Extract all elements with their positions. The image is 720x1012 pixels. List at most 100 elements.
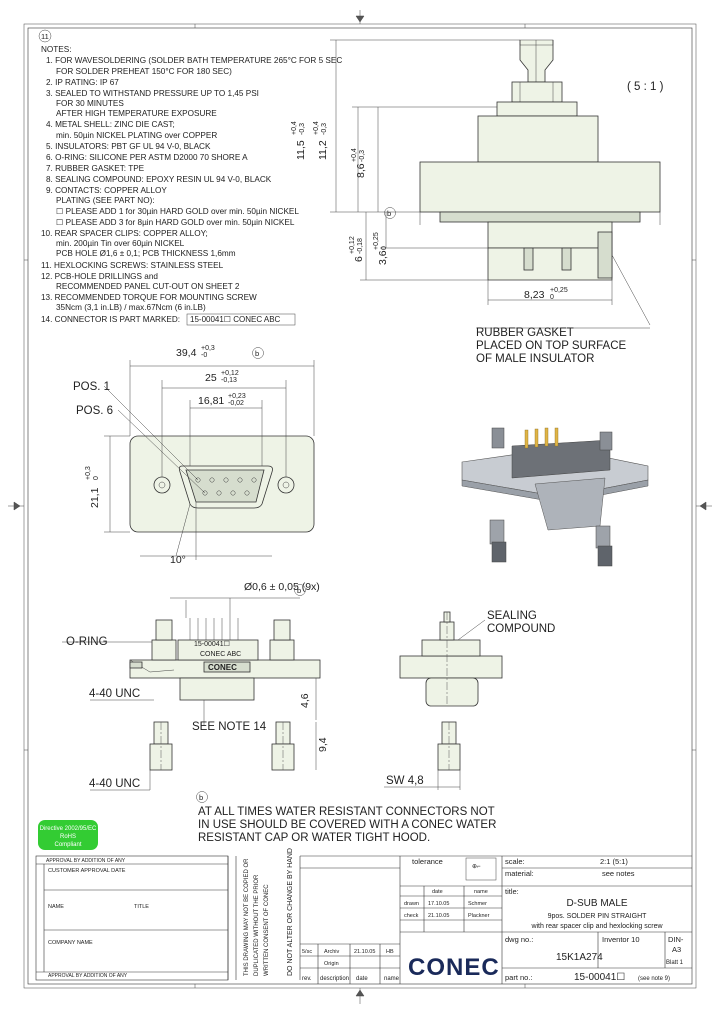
rev-header: rev. [302, 976, 312, 982]
dim-3-6: 3,6 [377, 250, 389, 265]
marking-mid: CONEC ABC [200, 651, 241, 658]
see-note-label: SEE NOTE 14 [192, 721, 267, 733]
dim-25: 25 [205, 372, 217, 384]
dim-4-6: 4,6 [299, 693, 311, 708]
note-line: RECOMMENDED PANEL CUT-OUT ON SHEET 2 [56, 282, 240, 291]
flag-text: b [297, 586, 301, 595]
pos-1-label: POS. 1 [73, 381, 110, 393]
note-flag-circle [38, 29, 52, 43]
approval-footer: APPROVAL BY ADDITION OF ANY [48, 973, 128, 979]
marking-top: 15-00041☐ [194, 640, 230, 648]
dim-25-tol-lo: -0,13 [221, 377, 237, 384]
flag-text: b [255, 349, 259, 358]
dim-8-6-tol-lo: -0,3 [359, 150, 366, 162]
sw-label: SW 4,8 [386, 775, 424, 787]
rev-cell: 21.10.05 [354, 949, 375, 955]
dim-39-4-tol-up: +0,3 [201, 345, 215, 352]
scale-label: scale: [505, 857, 525, 866]
note-line: FOR SOLDER PREHEAT 150°C FOR 180 SEC) [56, 67, 232, 76]
dim-3-6-tol-up: +0,25 [373, 232, 380, 250]
dim-6-tol-lo: -0,18 [357, 238, 364, 254]
dim-8-23-tol-lo: 0 [550, 294, 554, 301]
rohs-badge [38, 820, 98, 850]
dim-21-1-tol-up: +0,3 [85, 466, 92, 480]
dim-8-6: 8,6 [355, 163, 367, 178]
note-line: 11. HEXLOCKING SCREWS: STAINLESS STEEL [41, 261, 224, 270]
dim-11-2: 11,2 [317, 140, 329, 160]
dim-6-tol-up: +0,12 [349, 236, 356, 254]
dim-16-81-tol-lo: -0,02 [228, 400, 244, 407]
approval-date-label: CUSTOMER APPROVAL DATE [48, 868, 126, 874]
title-label: title: [505, 887, 519, 896]
dim-16-81: 16,81 [198, 395, 224, 407]
approval-title-label: TITLE [134, 904, 149, 910]
part-no-label: part no.: [505, 973, 533, 982]
unc-top-label: 4-40 UNC [89, 688, 140, 700]
dim-39-4-tol-lo: -0 [201, 352, 207, 359]
title-line-3: with rear spacer clip and hexlocking scr… [530, 923, 663, 930]
detail-view [330, 39, 661, 326]
pin-diameter-dim: Ø0,6 ± 0,05 (9x) [244, 581, 320, 593]
a3-label: A3 [672, 945, 681, 954]
iso-view [461, 427, 649, 567]
tolerance-label: tolerance [412, 857, 443, 866]
approval-header: APPROVAL BY ADDITION OF ANY [46, 858, 126, 864]
dim-11-5-tol-up: +0,4 [291, 121, 298, 135]
inventor-label: Inventor 10 [602, 935, 640, 944]
note-line: min. 200µin Tin over 60µin NICKEL [56, 239, 185, 248]
detail-scale-label: ( 5 : 1 ) [627, 81, 664, 93]
o-ring-label: O-RING [66, 636, 108, 648]
rohs-line-2: RoHS [60, 834, 76, 840]
note-line: 5. INSULATORS: PBT GF UL 94 V-0, BLACK [46, 142, 211, 151]
name-header: name [474, 889, 488, 895]
approval-company-label: COMPANY NAME [48, 940, 93, 946]
note-line: 9. CONTACTS: COPPER ALLOY [46, 186, 167, 195]
rev-cell: Origin [324, 961, 339, 967]
legal-line-2: DUPLICATED WITHOUT THE PRIOR [254, 874, 260, 976]
flag-circle [252, 347, 264, 359]
note-line: 8. SEALING COMPOUND: EPOXY RESIN UL 94 V… [46, 175, 272, 184]
check-name: Plackner [468, 913, 490, 919]
note-line: 12. PCB-HOLE DRILLINGS and [41, 272, 158, 281]
note-line: 7. RUBBER GASKET: TPE [46, 164, 145, 173]
note-line: 2. IP RATING: IP 67 [46, 78, 119, 87]
dim-9-4: 9,4 [317, 737, 329, 752]
flag-text: b [199, 793, 203, 802]
dwg-no-label: dwg no.: [505, 935, 533, 944]
dim-8-6-tol-up: +0,4 [351, 148, 358, 162]
date-header: date [432, 889, 443, 895]
rev-cell: HB [386, 949, 394, 955]
pos-6-label: POS. 6 [76, 405, 113, 417]
note-line: 13. RECOMMENDED TORQUE FOR MOUNTING SCRE… [41, 293, 257, 302]
rev-header: date [356, 976, 368, 982]
note-line: PLATING (SEE PART NO): [56, 196, 155, 205]
note-line: 4. METAL SHELL: ZINC DIE CAST; [46, 120, 175, 129]
note-line: 6. O-RING: SILICONE PER ASTM D2000 70 SH… [46, 153, 248, 162]
dim-3-6-tol-lo: 0 [381, 246, 388, 250]
note-line: 10. REAR SPACER CLIPS: COPPER ALLOY; [41, 229, 208, 238]
tol-symbol: ⊕⌐ [472, 864, 481, 870]
drawing-number: 15K1A274 [556, 952, 603, 963]
notes-heading: NOTES: [41, 45, 71, 54]
rubber-gasket-label-2: PLACED ON TOP SURFACE [476, 340, 627, 352]
dim-16-81-tol-up: +0,23 [228, 393, 246, 400]
marking-logo: CONEC [208, 663, 237, 672]
note-line: FOR 30 MINUTES [56, 99, 124, 108]
dim-25-tol-up: +0,12 [221, 370, 239, 377]
flag-circle [384, 207, 396, 219]
warning-line-1: AT ALL TIMES WATER RESISTANT CONNECTORS … [198, 806, 495, 818]
material-value: see notes [602, 869, 635, 878]
rubber-gasket-label-1: RUBBER GASKET [476, 327, 574, 339]
note-line: 3. SEALED TO WITHSTAND PRESSURE UP TO 1,… [46, 89, 259, 98]
dim-21-1: 21,1 [89, 487, 101, 508]
sheet-label: Blatt 1 [666, 960, 684, 966]
part-note: (see note 9) [638, 976, 670, 982]
scale-value: 2:1 (5:1) [600, 857, 628, 866]
notes-block: NOTES: 1. FOR WAVESOLDERING (SOLDER BATH… [41, 45, 342, 324]
rohs-line-3: Compliant [54, 842, 81, 848]
conec-logo: CONEC [408, 954, 500, 981]
frame-marks [8, 10, 712, 1004]
warning-line-2: IN USE SHOULD BE COVERED WITH A CONEC WA… [198, 819, 496, 831]
check-date: 21.10.05 [428, 913, 449, 919]
sealing-label-2: COMPOUND [487, 623, 555, 635]
